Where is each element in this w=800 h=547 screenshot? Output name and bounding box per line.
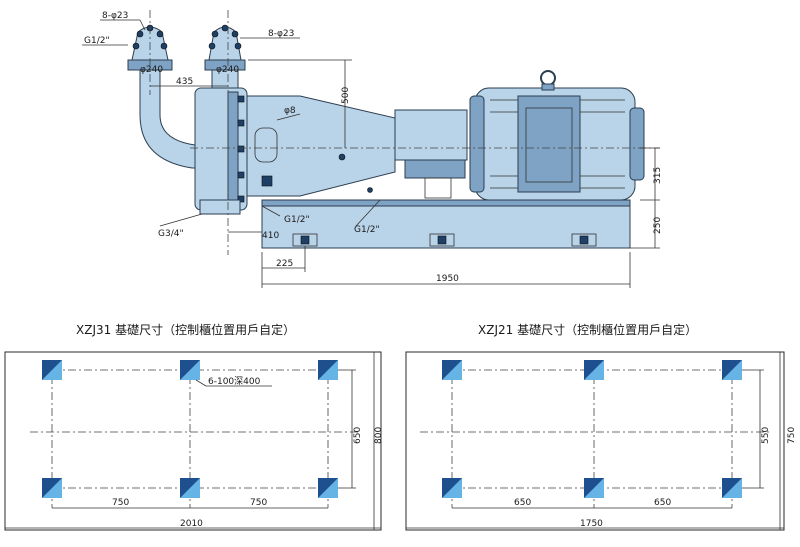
pump-elevation: 435 500 315 250 410 225 1950	[82, 10, 663, 288]
bearing-housing	[246, 95, 396, 197]
foundation-xzj21: XZJ21 基礎尺寸（控制櫃位置用戶自定） 650 650 1750 550 7…	[405, 322, 797, 531]
base-top-rail	[261, 199, 631, 207]
dim-500: 500	[341, 87, 351, 104]
dim-bolt-span: 650	[353, 427, 363, 444]
anchor-pads	[42, 360, 338, 498]
callout-thread-mid-b: G1/2"	[354, 225, 380, 235]
dim-pitch-2: 650	[654, 498, 671, 508]
callout-thread-top: G1/2"	[84, 36, 110, 46]
callout-bolts-left: 8-φ23	[102, 11, 128, 21]
pump-foot	[199, 199, 241, 215]
callout-hole: φ8	[284, 106, 296, 116]
foundation-outline	[4, 351, 382, 531]
foundation-xzj31: XZJ31 基礎尺寸（控制櫃位置用戶自定） 6-100深400 750 750 …	[4, 322, 384, 531]
casing-bolts	[237, 95, 245, 203]
dim-total-width: 800	[374, 427, 384, 444]
dim-250: 250	[653, 217, 663, 234]
dim-410: 410	[262, 231, 279, 241]
callout-flange-right: φ240	[216, 65, 239, 75]
callout-bolts-right: 8-φ23	[268, 29, 294, 39]
dim-total-length: 2010	[180, 519, 203, 529]
flange-left-bolts	[132, 24, 168, 50]
dim-315: 315	[653, 167, 663, 184]
pump-dimensions: 435 500 315 250 410 225 1950	[82, 11, 663, 288]
anchor-pads	[442, 360, 742, 498]
callout-thread-mid-a: G1/2"	[284, 215, 310, 225]
foundation-outline	[405, 351, 785, 531]
anchor-note: 6-100深400	[208, 376, 261, 387]
callout-thread-bottom: G3/4"	[158, 229, 184, 239]
foundation-title: XZJ21 基礎尺寸（控制櫃位置用戶自定）	[478, 322, 697, 337]
dim-1950: 1950	[436, 274, 459, 284]
pump-flange-ring	[227, 91, 239, 207]
dim-total-length: 1750	[580, 519, 603, 529]
dim-pitch-1: 650	[514, 498, 531, 508]
dim-pitch-2: 750	[250, 498, 267, 508]
coupling-guard	[404, 159, 466, 179]
motor-rear-cap	[629, 107, 645, 181]
lifting-eye	[540, 70, 556, 86]
dim-pitch-1: 750	[112, 498, 129, 508]
foundation-title: XZJ31 基礎尺寸（控制櫃位置用戶自定）	[76, 322, 295, 337]
coupling-housing	[394, 109, 468, 161]
dim-435: 435	[176, 77, 193, 87]
inspection-window	[254, 127, 278, 163]
dim-bolt-span: 550	[761, 427, 771, 444]
dim-total-width: 750	[787, 427, 797, 444]
dim-225: 225	[276, 259, 293, 269]
flange-right-bolts	[208, 24, 242, 50]
motor-end-cap	[469, 95, 485, 193]
callout-flange-left: φ240	[140, 65, 163, 75]
terminal-box	[517, 95, 581, 193]
